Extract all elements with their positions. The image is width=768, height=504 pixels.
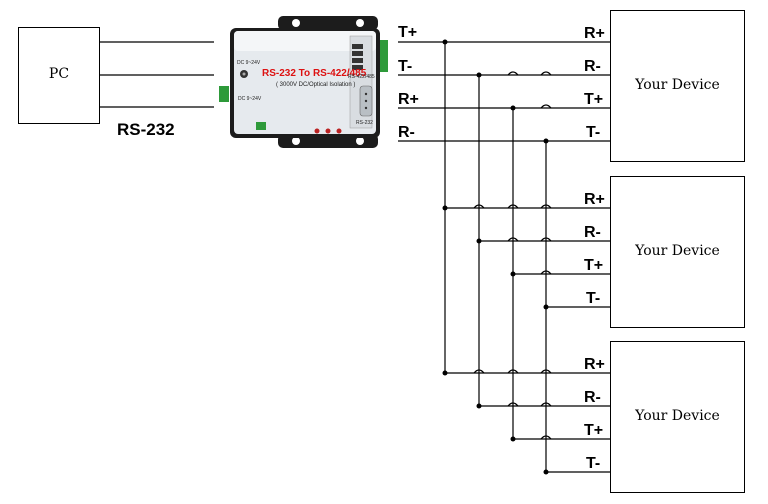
- converter-power-label-2: DC 9~24V: [238, 96, 262, 102]
- device-2-terminal-rplus: R+: [584, 191, 605, 208]
- device-box-2: Your Device: [610, 176, 745, 328]
- device-1-terminal-tplus: T+: [584, 91, 604, 108]
- device-box-3: Your Device: [610, 341, 745, 493]
- device-3-terminal-rplus: R+: [584, 356, 605, 373]
- device-drop-lines: [445, 207, 610, 473]
- device-3-terminal-tminus: T-: [586, 455, 601, 472]
- converter-ports-label: RS-422/485: [348, 74, 375, 80]
- device-label: Your Device: [635, 77, 720, 93]
- line-crossings: [473, 71, 552, 440]
- converter-title: RS-232 To RS-422/485: [262, 68, 367, 79]
- device-2-terminal-tminus: T-: [586, 290, 601, 307]
- converter-subtitle: ( 3000V DC/Optical Isolation ): [276, 82, 356, 88]
- device-3-terminal-tplus: T+: [584, 422, 604, 439]
- pc-rs232-lines: [99, 41, 214, 108]
- junction-dots: [442, 39, 549, 475]
- device-label: Your Device: [635, 408, 720, 424]
- converter-rs232-label: RS-232: [356, 120, 373, 126]
- device-1-terminal-rplus: R+: [584, 25, 605, 42]
- converter-terminal-rminus: R-: [398, 124, 415, 141]
- device-1-terminal-tminus: T-: [586, 124, 601, 141]
- converter-power-label: DC 9~24V: [237, 60, 261, 66]
- device-box-1: Your Device: [610, 10, 745, 162]
- converter-output-lines: [398, 41, 610, 142]
- device-1-terminal-rminus: R-: [584, 58, 601, 75]
- pc-box: PC: [18, 27, 100, 124]
- converter-terminal-tplus: T+: [398, 24, 418, 41]
- device-3-terminal-rminus: R-: [584, 389, 601, 406]
- converter-device: [219, 16, 388, 148]
- rs232-label: RS-232: [117, 120, 175, 139]
- device-2-terminal-rminus: R-: [584, 224, 601, 241]
- converter-terminal-tminus: T-: [398, 58, 413, 75]
- device-label: Your Device: [635, 243, 720, 259]
- bus-lines: [444, 42, 547, 472]
- device-2-terminal-tplus: T+: [584, 257, 604, 274]
- pc-label: PC: [48, 66, 70, 82]
- converter-terminal-rplus: R+: [398, 91, 419, 108]
